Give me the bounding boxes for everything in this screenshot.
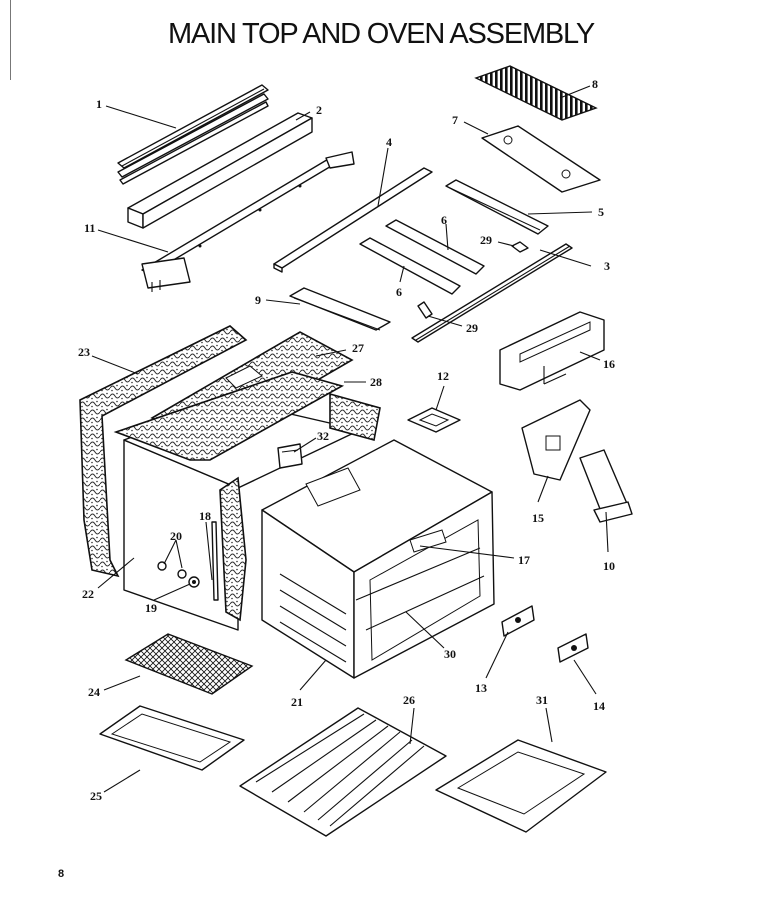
part-32-bracket xyxy=(277,443,303,469)
callout-7: 7 xyxy=(452,113,458,127)
part-7-plate xyxy=(481,125,601,193)
part-18-rod xyxy=(211,521,219,601)
callout-29-lower: 29 xyxy=(466,321,478,335)
callout-8: 8 xyxy=(592,77,598,91)
callout-6-lower: 6 xyxy=(396,285,402,299)
part-8-grille xyxy=(474,65,598,121)
callout-1: 1 xyxy=(96,97,102,111)
part-3-thin-rail xyxy=(411,243,573,343)
part-5-right-strip xyxy=(445,179,549,235)
callout-5: 5 xyxy=(598,205,604,219)
callout-17: 17 xyxy=(518,553,530,567)
leader-lines xyxy=(91,85,609,793)
callout-24: 24 xyxy=(88,685,100,699)
callout-11: 11 xyxy=(84,221,95,235)
part-28-insulation-pad xyxy=(113,371,345,461)
part-23-side-insulation xyxy=(79,325,381,622)
callout-9: 9 xyxy=(255,293,261,307)
callout-19: 19 xyxy=(145,601,157,615)
callout-26: 26 xyxy=(403,693,415,707)
callout-10: 10 xyxy=(603,559,615,573)
part-15-vent-duct xyxy=(521,399,591,481)
part-26-oven-rack xyxy=(239,707,447,837)
callout-18: 18 xyxy=(199,509,211,523)
part-11-mounting-rail xyxy=(141,151,355,292)
callout-13: 13 xyxy=(475,681,487,695)
part-24-broiler-grid xyxy=(124,633,254,695)
callout-29-upper: 29 xyxy=(480,233,492,247)
part-10-flue xyxy=(579,449,633,523)
callout-32: 32 xyxy=(317,429,329,443)
callout-30: 30 xyxy=(444,647,456,661)
part-6-side-strip xyxy=(359,219,485,295)
callout-6-upper: 6 xyxy=(441,213,447,227)
part-21-oven-liner xyxy=(261,439,495,679)
page-title: MAIN TOP AND OVEN ASSEMBLY xyxy=(168,18,595,50)
part-4-long-rail xyxy=(273,167,433,273)
part-31-frame xyxy=(435,739,607,833)
callout-20: 20 xyxy=(170,529,182,543)
callout-16: 16 xyxy=(603,357,615,371)
callout-12: 12 xyxy=(437,369,449,383)
callout-4: 4 xyxy=(386,135,392,149)
margin-mark xyxy=(10,0,11,80)
part-1-trim-strip xyxy=(117,84,269,185)
callout-labels: 1 2 3 4 5 6 6 7 8 9 10 11 12 13 14 15 16… xyxy=(78,77,615,803)
callout-15: 15 xyxy=(532,511,544,525)
page-number: 8 xyxy=(58,868,65,880)
callout-22: 22 xyxy=(82,587,94,601)
callout-3: 3 xyxy=(604,259,610,273)
part-16-housing xyxy=(499,311,605,391)
callout-2: 2 xyxy=(316,103,322,117)
part-12-vent-frame xyxy=(407,407,461,433)
part-25-broiler-pan xyxy=(99,705,245,771)
part-13-plate xyxy=(501,605,535,637)
callout-25: 25 xyxy=(90,789,102,803)
part-2-top-channel xyxy=(127,112,313,229)
callout-23: 23 xyxy=(78,345,90,359)
part-9-lower-rail xyxy=(289,287,391,331)
callout-31: 31 xyxy=(536,693,548,707)
part-14-plate xyxy=(557,633,589,663)
part-29-clip xyxy=(417,241,529,319)
part-19-grommet xyxy=(188,576,200,588)
callout-28: 28 xyxy=(370,375,382,389)
callout-14: 14 xyxy=(593,699,605,713)
callout-27: 27 xyxy=(352,341,364,355)
callout-21: 21 xyxy=(291,695,303,709)
